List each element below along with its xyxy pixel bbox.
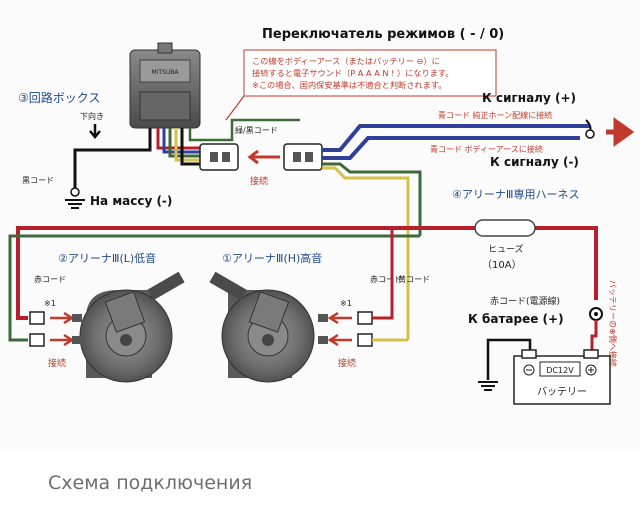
terminal-right-top [357,311,373,325]
harness-label: ④アリーナⅢ専用ハーネス [452,188,579,201]
terminal-left-top [29,311,45,325]
circuit-box: MITSUBA [129,42,201,129]
red-harness-wire [16,226,475,320]
output-arrow-icon [606,117,635,147]
wiring-diagram-svg: Переключатель режимов ( - / 0) この線をボディーア… [8,27,635,405]
yellow-cord-label: 黄コード [398,274,430,284]
horn-low [79,271,185,383]
horn-high [209,271,315,383]
terminal-left-bottom [29,333,45,347]
note-box [243,49,497,97]
green-harness-wire [8,234,420,342]
note-line-3: ※この場合、国内保安基準は不適合と判断されます。 [252,80,446,90]
blue-cord-label: 青コード 純正ホーン配線に接続 [438,110,552,120]
battery-ground-icon [478,381,498,391]
connect-label-right: 接続 [338,357,356,369]
note-mark-right: ※1 [340,299,352,308]
horn-low-label: ②アリーナⅢ(L)低音 [58,251,156,265]
red-cord-label-left: 赤コード [34,275,66,284]
connect-label-top: 接続 [250,175,268,187]
circuit-box-label: ③回路ボックス [18,90,100,105]
wiring-diagram: Переключатель режимов ( - / 0) この線をボディーア… [8,27,635,405]
note-pointer [225,95,245,121]
fuse [474,219,536,237]
battery-plus-label: К батарее (+) [468,312,564,326]
down-arrow-icon [89,124,101,139]
note-mark-left: ※1 [44,299,56,308]
fuse-label: ヒューズ [488,243,524,255]
blue-wire-signal-plus [322,124,590,152]
mode-switch-title: Переключатель режимов ( - / 0) [262,27,504,42]
green-black-wire [188,118,300,142]
connector-right [283,143,323,171]
terminal-right-bottom [357,333,373,347]
power-cord-label: 赤コード(電源線) [490,295,560,307]
horn-high-label: ①アリーナⅢ(H)高音 [222,251,322,265]
signal-minus-label: К сигналу (-) [490,155,579,169]
blue-wire-signal-minus [322,136,580,160]
yellow-wire [322,166,410,340]
battery [513,349,611,405]
ground-label: На массу (-) [90,194,172,208]
box-brand: MITSUBA [151,69,179,76]
blue-cord-body-label: 青コード ボディーアースに接続 [430,144,543,154]
green-black-cord-label: 緑/黒コード [235,125,278,135]
ground-icon [65,187,85,209]
caption: Схема подключения [48,472,253,494]
signal-plus-label: К сигналу (+) [482,91,576,105]
black-ground-wire [73,128,152,188]
battery-name: バッテリー [537,386,587,398]
note-line-1: この線をボディーアース（またはバッテリー ⊖）に [252,56,440,66]
note-line-2: 接続すると電子サウンド（P A A A N ! ）になります。 [252,68,454,78]
connector-left [199,143,239,171]
battery-side-label: バッテリーの⊕側へ接続 [608,280,618,367]
connect-label-left: 接続 [48,357,66,369]
black-cord-label: 黒コード [22,176,54,185]
red-cord-label-right: 赤コード [370,275,402,284]
battery-voltage: DC12V [546,366,574,375]
fuse-value: （10A） [482,259,522,271]
connect-arrow-icon [247,149,280,165]
direction-label: 下向き [80,111,104,121]
